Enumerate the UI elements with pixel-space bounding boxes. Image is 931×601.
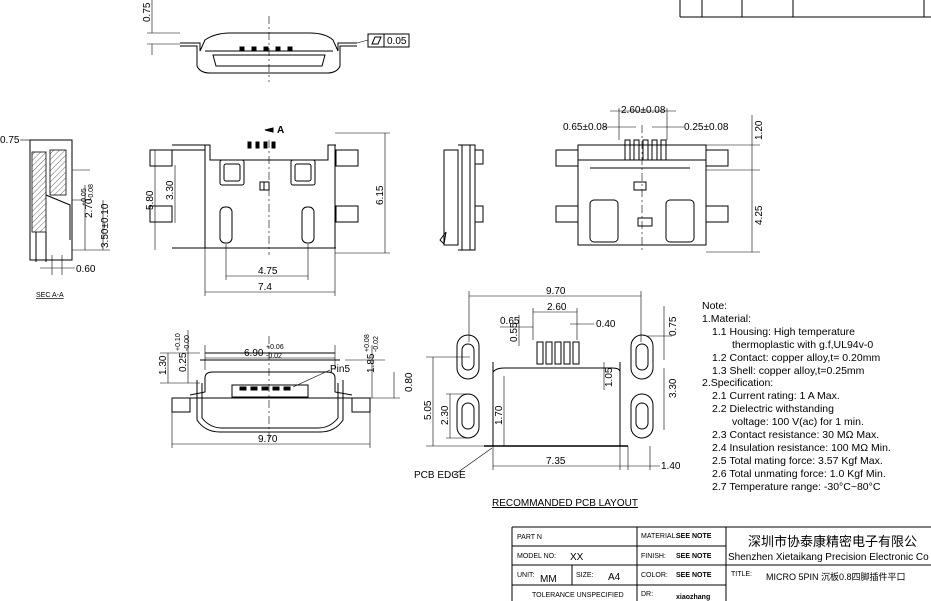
flatness-tolerance: 0.05	[387, 36, 407, 47]
dim-front-025-tol-top: +0.10	[175, 333, 182, 351]
tb-finish-label: FINISH:	[641, 553, 666, 560]
tb-finish-value: SEE NOTE	[676, 553, 712, 560]
back-view: 2.60±0.08 0.65±0.08 0.25±0.08 1.20 4.25	[555, 105, 765, 253]
dim-pcb-260: 2.60	[547, 302, 567, 313]
dim-sec-270-tol-b: -0.08	[88, 184, 95, 200]
tb-material-value: SEE NOTE	[676, 533, 712, 540]
tb-company-cn: 深圳市协泰康精密电子有限公	[748, 534, 917, 549]
dim-bot-580: 5.80	[145, 190, 156, 210]
dim-front-025: 0.25	[178, 352, 189, 372]
tb-company-en: Shenzhen Xietaikang Precision Electronic…	[728, 552, 929, 563]
tb-dr-label: DR:	[641, 591, 653, 598]
note-mating: 2.5 Total mating force: 3.57 Kgf Max.	[712, 454, 883, 467]
dim-pcb-055: 0.55	[509, 322, 520, 342]
tb-size-label: SIZE:	[576, 572, 594, 579]
note-dielectric-1: 2.2 Dielectric withstanding	[712, 403, 834, 416]
dim-bot-615: 6.15	[375, 185, 386, 205]
dim-pcb-330: 3.30	[668, 378, 679, 398]
note-unmating: 2.6 Total unmating force: 1.0 Kgf Min.	[712, 467, 886, 480]
tb-material-label: MATERIAL:	[641, 533, 677, 540]
section-label: SEC A-A	[36, 292, 64, 299]
dim-front-185-tol-top: +0.08	[364, 334, 371, 352]
dim-bot-74: 7.4	[258, 282, 272, 293]
dim-pcb-040: 0.40	[596, 319, 616, 330]
dim-back-065: 0.65±0.08	[563, 122, 608, 133]
tb-title-value: MICRO 5PIN 沉板0.8四脚插件平口	[766, 571, 906, 582]
side-view	[439, 144, 484, 251]
dim-sec-270: 2.70	[84, 198, 95, 218]
tb-unit-label: UNIT:	[517, 572, 535, 579]
section-marker-a: A	[277, 125, 284, 136]
dim-front-690-tol-top: +0.06	[266, 344, 284, 351]
note-temperature: 2.7 Temperature range: -30°C~80°C	[712, 480, 881, 493]
title-block: PART N MODEL NO: XX UNIT: MM SIZE: A4 TO…	[511, 526, 931, 601]
dim-top-075: 0.75	[142, 2, 153, 22]
tb-size-value: A4	[608, 572, 621, 583]
pcb-layout: 9.70 2.60 0.65 0.40 0.55 0.75	[414, 286, 681, 481]
revision-table	[679, 0, 931, 18]
pcb-edge-label: PCB EDGE	[414, 470, 466, 481]
dim-front-080: 0.80	[404, 372, 415, 392]
dim-bot-330: 3.30	[165, 180, 176, 200]
note-shell: 1.3 Shell: copper alloy,t=0.25mm	[712, 364, 865, 377]
tb-unit-value: MM	[540, 574, 557, 585]
dim-pcb-170: 1.70	[494, 405, 505, 425]
tb-title-label: TITLE:	[731, 571, 752, 578]
dim-front-690-tol-bot: -0.02	[266, 353, 282, 360]
dim-back-260: 2.60±0.08	[621, 105, 666, 116]
tb-dr-value: xiaozhang	[676, 594, 710, 601]
bottom-view: A 5.80 3.30 6.15 4.75 7.4	[145, 125, 390, 296]
dim-back-025: 0.25±0.08	[684, 122, 729, 133]
dim-front-690: 6.90	[244, 348, 264, 359]
dim-front-185: 1.85	[366, 353, 377, 373]
dim-pcb-970: 9.70	[546, 286, 566, 297]
pcb-layout-caption: RECOMMANDED PCB LAYOUT	[492, 498, 638, 509]
dim-front-185-tol-bot: -0.02	[373, 336, 380, 352]
note-contact-resistance: 2.3 Contact resistance: 30 MΩ Max.	[712, 429, 880, 442]
dim-pcb-065: 0.65	[500, 316, 520, 327]
front-view: 6.90 +0.06 -0.02 1.30 0.25 +0.10 -0.00 1…	[158, 330, 415, 448]
note-spec: 2.Specification:	[702, 377, 774, 390]
tb-part-n: PART N	[517, 534, 542, 541]
dim-bot-475: 4.75	[258, 266, 278, 277]
section-a-a: 0.75 2.70 +0.05 -0.08 3.50±0.10 0.60 SEC…	[0, 135, 111, 299]
dim-pcb-140: 1.40	[661, 461, 681, 472]
dim-sec-060: 0.60	[76, 264, 96, 275]
dim-sec-075: 0.75	[0, 135, 20, 146]
dim-pcb-075: 0.75	[668, 316, 679, 336]
note-current: 2.1 Current rating: 1 A Max.	[712, 390, 840, 403]
notes-panel: Note: 1.Material: 1.1 Housing: High temp…	[702, 300, 930, 494]
note-material: 1.Material:	[702, 312, 752, 325]
note-contact: 1.2 Contact: copper alloy,t= 0.20mm	[712, 351, 881, 364]
tb-tolerance: TOLERANCE UNSPECIFIED	[532, 592, 624, 599]
tb-model-value: XX	[570, 552, 584, 563]
dim-sec-270-tol: +0.05	[81, 188, 88, 206]
dim-front-025-tol-bot: -0.00	[184, 335, 191, 351]
dim-pcb-230: 2.30	[440, 405, 451, 425]
note-housing-2: thermoplastic with g.f,UL94v-0	[732, 338, 874, 351]
dim-front-130: 1.30	[158, 355, 169, 375]
dim-sec-350: 3.50±0.10	[100, 203, 111, 248]
top-view: 0.75 0.05	[142, 0, 410, 82]
tb-color-value: SEE NOTE	[676, 572, 712, 579]
dim-back-120: 1.20	[754, 120, 765, 140]
dim-front-970: 9.70	[258, 434, 278, 445]
tb-color-label: COLOR:	[641, 572, 668, 579]
note-insulation: 2.4 Insulation resistance: 100 MΩ Min.	[712, 441, 891, 454]
note-housing-1: 1.1 Housing: High temperature	[712, 325, 855, 338]
dim-pcb-735: 7.35	[546, 456, 566, 467]
dim-pcb-505: 5.05	[423, 400, 434, 420]
tb-model-label: MODEL NO:	[517, 553, 556, 560]
pin5-label: Pin5	[330, 364, 350, 375]
note-dielectric-2: voltage: 100 V(ac) for 1 min.	[732, 416, 864, 429]
dim-pcb-105: 1.05	[604, 367, 615, 387]
note-heading: Note:	[702, 300, 728, 312]
dim-back-425: 4.25	[754, 205, 765, 225]
